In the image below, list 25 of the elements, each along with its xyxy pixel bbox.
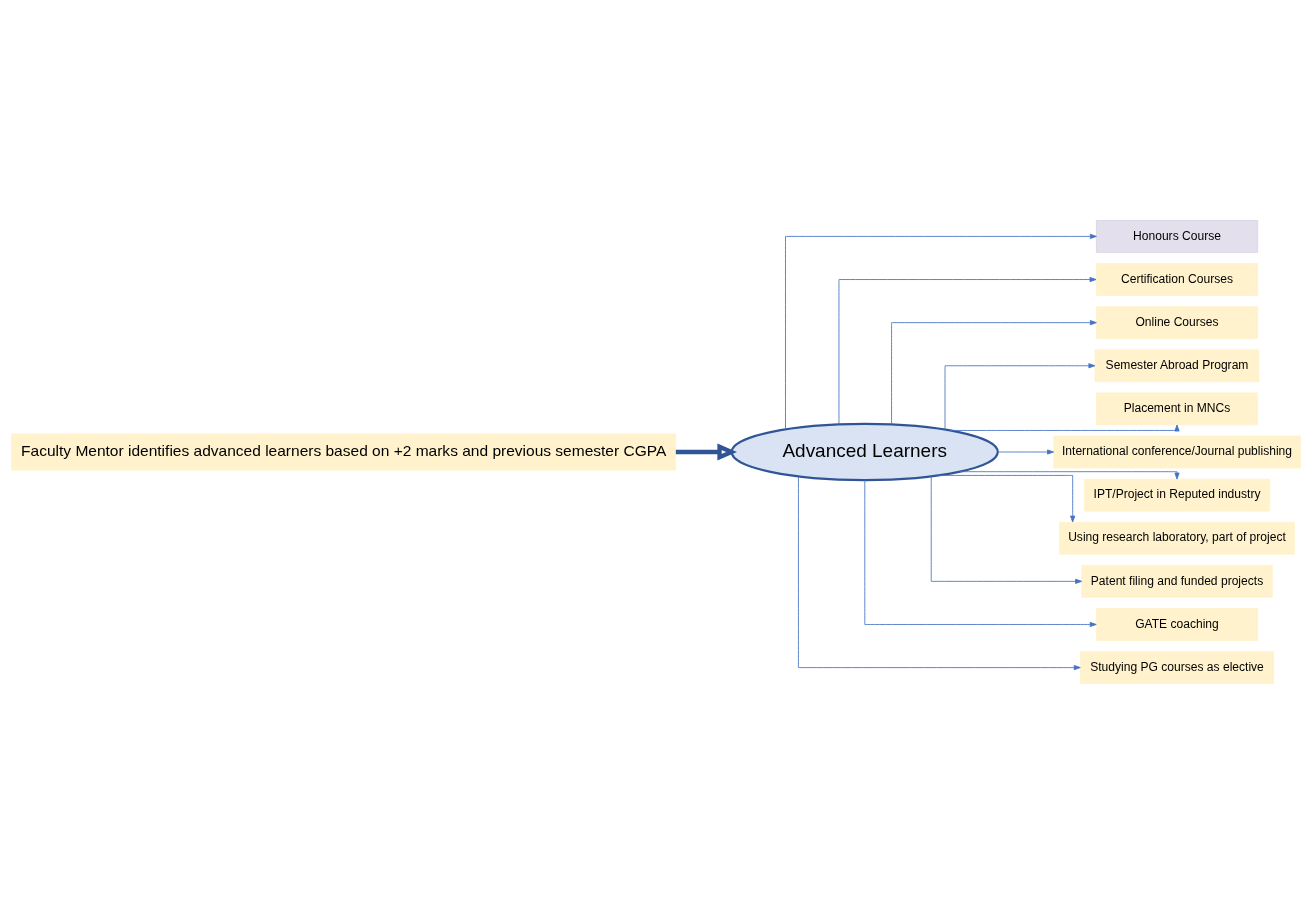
node-box: Faculty Mentor identifies advanced learners based on +2 marks and previous semester CGPA <box>11 433 677 471</box>
arrow <box>785 233 1097 430</box>
node-box: Semester Abroad Program <box>1094 349 1260 383</box>
node-box: Studying PG courses as elective <box>1080 651 1275 684</box>
arrow <box>930 475 1083 584</box>
node-box: Honours Course <box>1095 220 1259 253</box>
node-box: International conference/Journal publishing <box>1053 435 1301 469</box>
node-box: Certification Courses <box>1095 263 1259 296</box>
node-box: Using research laboratory, part of project <box>1059 521 1295 555</box>
arrow <box>949 424 1180 432</box>
node-box: Online Courses <box>1095 306 1259 340</box>
arrow <box>891 320 1097 425</box>
arrow <box>838 277 1097 425</box>
arrow <box>864 479 1097 627</box>
node-box: GATE coaching <box>1095 608 1259 641</box>
arrow <box>959 471 1180 480</box>
node-ellipse: Advanced Learners <box>730 422 999 482</box>
arrow <box>675 443 737 461</box>
arrow <box>997 449 1054 455</box>
arrow <box>944 363 1096 430</box>
node-box: Patent filing and funded projects <box>1081 564 1273 598</box>
node-box: Placement in MNCs <box>1095 392 1259 426</box>
node-box: IPT/Project in Reputed industry <box>1083 478 1271 512</box>
arrow <box>937 475 1076 523</box>
arrow <box>798 476 1081 671</box>
